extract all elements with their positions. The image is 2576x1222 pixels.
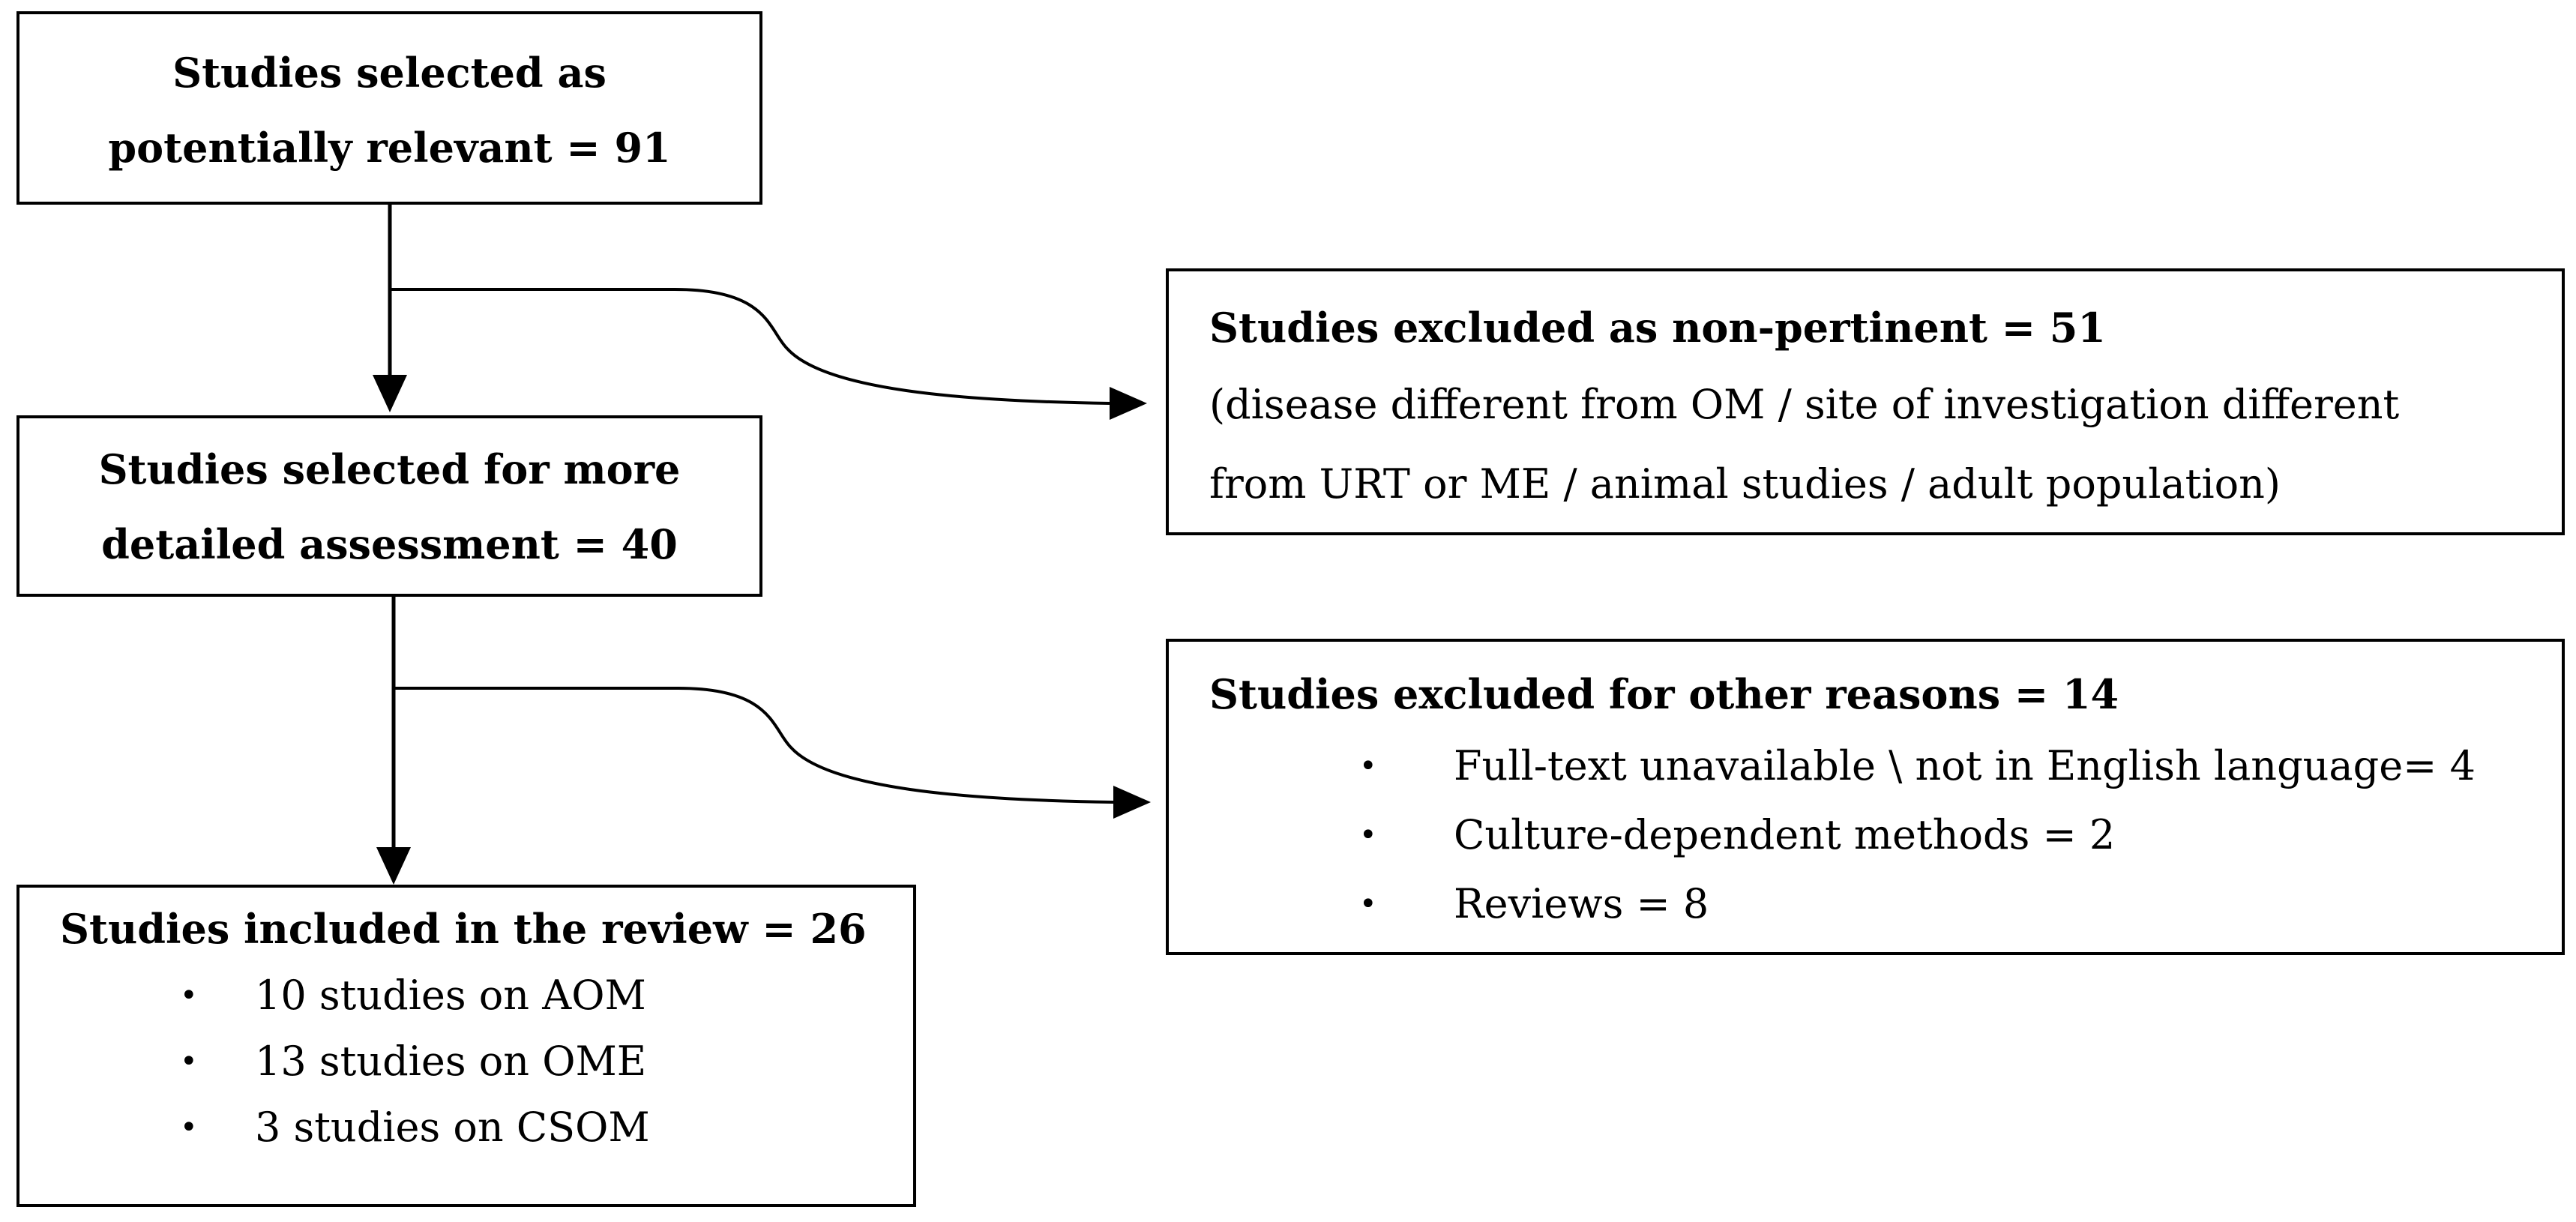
arrowhead-to-detailed-assessment [373,375,407,412]
bullet-icon: • [1359,887,1377,921]
detailed-assessment-line-2: detailed assessment = 40 [101,520,678,568]
excluded-other-title: Studies excluded for other reasons = 14 [1209,670,2119,718]
included-list: • 10 studies on AOM • 13 studies on OME … [60,963,913,1161]
list-item: • Reviews = 8 [1209,870,2562,939]
excluded-item-culture-dependent: Culture-dependent methods = 2 [1454,811,2116,858]
included-title: Studies included in the review = 26 [60,905,867,953]
list-item: • 13 studies on OME [60,1029,913,1095]
arrow-to-excluded-non-pertinent [390,288,1110,405]
arrow-to-excluded-other [394,687,1114,804]
bullet-icon: • [1359,818,1377,852]
box-excluded-other-reasons: Studies excluded for other reasons = 14 … [1166,639,2565,955]
included-item-csom: 3 studies on CSOM [255,1104,650,1151]
excluded-item-full-text: Full-text unavailable \ not in English l… [1454,742,2476,789]
bullet-icon: • [180,1110,198,1145]
detailed-assessment-line-1: Studies selected for more [98,445,681,493]
list-item: • 10 studies on AOM [60,963,913,1029]
excluded-non-pertinent-detail-2: from URT or ME / animal studies / adult … [1209,460,2281,508]
box-detailed-assessment: Studies selected for more detailed asses… [16,415,762,597]
included-item-aom: 10 studies on AOM [255,972,646,1019]
arrowhead-to-excluded-other [1113,786,1151,819]
excluded-item-reviews: Reviews = 8 [1454,880,1709,927]
box-included-in-review: Studies included in the review = 26 • 10… [16,885,916,1207]
excluded-other-list: • Full-text unavailable \ not in English… [1209,732,2562,939]
potentially-relevant-line-1: Studies selected as [172,49,607,97]
box-excluded-non-pertinent: Studies excluded as non-pertinent = 51 (… [1166,268,2565,535]
bullet-icon: • [1359,749,1377,783]
list-item: • Culture-dependent methods = 2 [1209,801,2562,870]
arrowhead-to-included [376,847,411,885]
list-item: • Full-text unavailable \ not in English… [1209,732,2562,801]
included-item-ome: 13 studies on OME [255,1038,647,1085]
bullet-icon: • [180,1044,198,1079]
excluded-non-pertinent-title: Studies excluded as non-pertinent = 51 [1209,304,2106,352]
excluded-non-pertinent-detail-1: (disease different from OM / site of inv… [1209,381,2400,428]
box-potentially-relevant: Studies selected as potentially relevant… [16,11,762,205]
arrowhead-to-excluded-non-pertinent [1110,387,1147,420]
potentially-relevant-line-2: potentially relevant = 91 [108,124,671,172]
bullet-icon: • [180,978,198,1013]
list-item: • 3 studies on CSOM [60,1095,913,1161]
